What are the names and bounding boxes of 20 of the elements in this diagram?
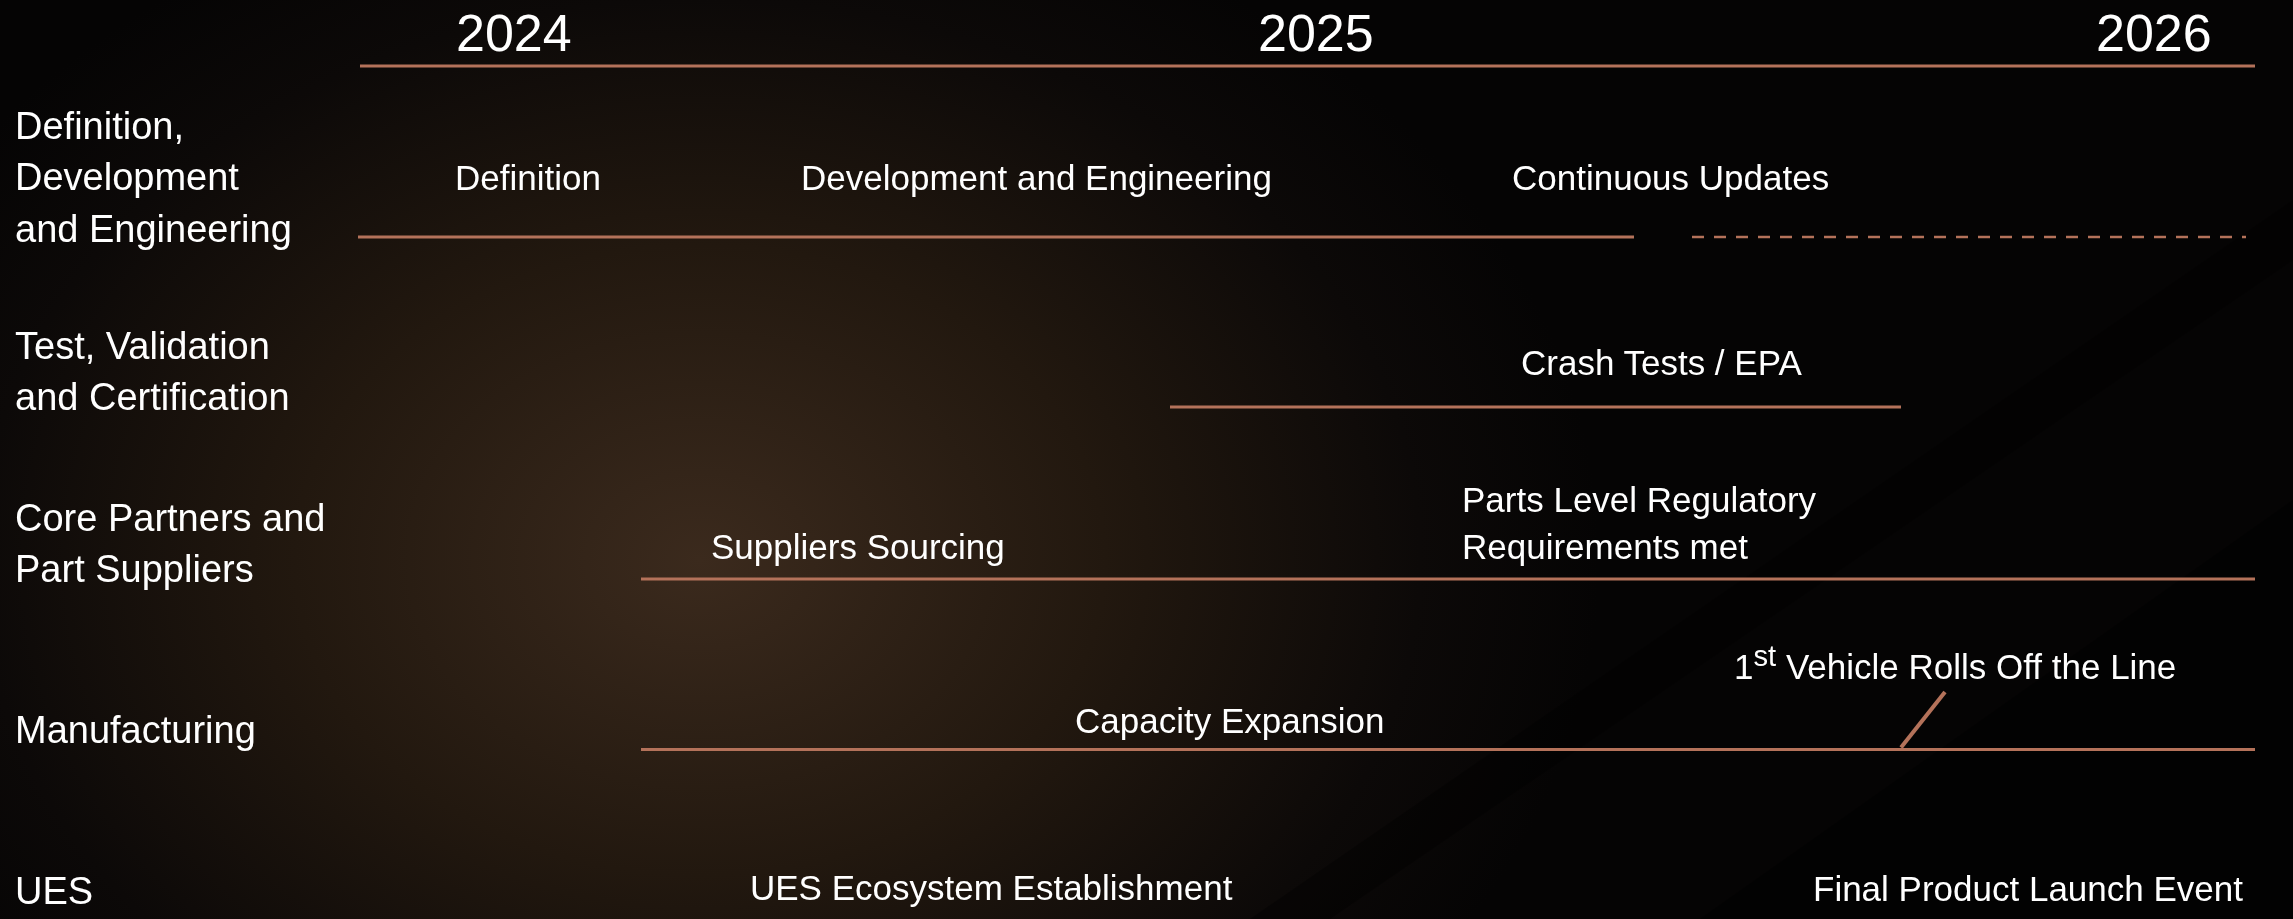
phase-label: Definition [455,158,601,198]
row-label: Core Partners and Part Suppliers [15,496,326,590]
row-label: Manufacturing [15,709,256,752]
leader-line [1899,690,1947,749]
milestone-label: 1$^{st}$ Vehicle Rolls Off the Line [1734,637,2177,690]
milestone-label: Parts Level Regulatory Requirements met [1462,479,1817,566]
row-label: Definition, Development and Engineering [15,105,292,250]
phase-label: Development and Engineering [801,158,1272,198]
year-label: 2025 [1258,3,1374,62]
year-label: 2026 [2096,3,2212,62]
phase-label: UES Ecosystem Establishment [750,868,1233,908]
timeline-bar [641,747,2255,751]
phase-label: Capacity Expansion [1075,701,1385,741]
phase-label: Suppliers Sourcing [711,527,1005,567]
row-label: UES [15,870,94,913]
phase-label: Continuous Updates [1512,158,1830,198]
milestone-label: Final Product Launch Event [1813,869,2243,909]
row-label: Test, Validation and Certification [15,324,290,418]
phase-label: Crash Tests / EPA [1521,343,1802,383]
year-label: 2024 [456,3,572,62]
